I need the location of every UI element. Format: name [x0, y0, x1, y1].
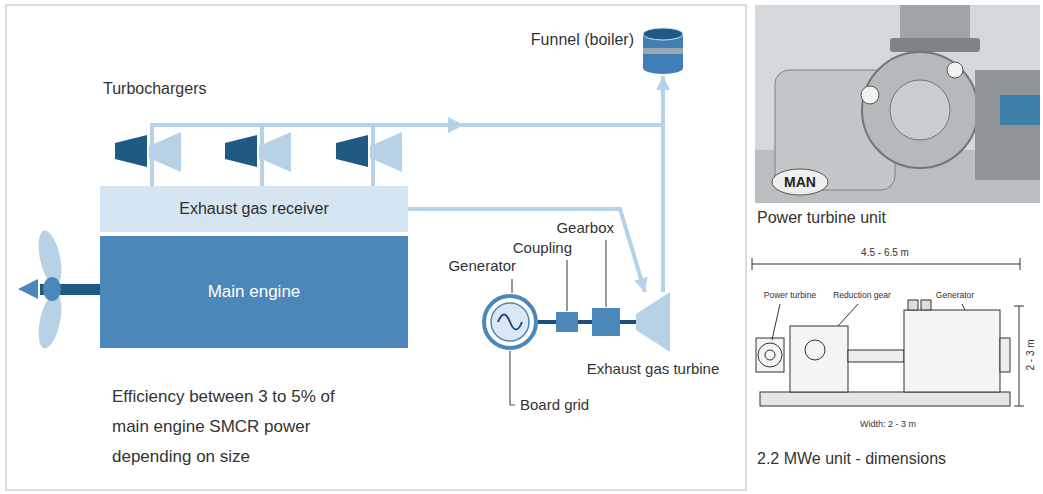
dimension-drawing	[908, 300, 918, 310]
funnel-node-outline	[643, 62, 683, 74]
turbocharger-symbol	[225, 135, 257, 167]
funnel-node-outline	[643, 48, 683, 54]
photo-caption: Power turbine unit	[757, 209, 886, 227]
node-text: Generator	[448, 257, 516, 274]
propeller-symbol	[18, 279, 38, 299]
power-turbine-photo	[890, 38, 980, 52]
panel-frame	[6, 5, 746, 490]
dimension-text: 2 - 3 m	[1025, 339, 1037, 370]
flow-arrowhead	[448, 117, 464, 133]
node-text: Funnel (boiler)	[531, 31, 634, 49]
node-text: Coupling	[513, 239, 572, 256]
funnel-node-outline	[642, 26, 684, 76]
dimension-drawing	[838, 304, 858, 326]
dimension-drawing	[752, 258, 1024, 406]
dimension-drawing	[1020, 258, 1021, 270]
dimension-drawing	[848, 350, 904, 362]
node-text: Gearbox	[556, 219, 614, 236]
coupling-box: Coupling	[556, 312, 578, 332]
connector	[408, 209, 645, 292]
dimension-drawing	[904, 310, 1000, 392]
generator-circle-outline	[482, 294, 538, 350]
dimension-drawing	[1000, 338, 1010, 372]
node-text: Exhaust gas turbine	[587, 360, 720, 377]
turbocharger-symbol	[115, 135, 147, 167]
generator-circle-outline	[484, 296, 536, 348]
connector	[578, 320, 592, 324]
dimension-drawing	[772, 304, 780, 340]
callout-label: Board grid	[520, 396, 589, 413]
power-turbine-photo	[861, 86, 879, 104]
power-turbine-photo	[755, 5, 1040, 203]
funnel-node: Funnel (boiler)	[642, 26, 684, 76]
dimension-drawing	[962, 304, 965, 310]
part-name: Power turbine	[764, 291, 816, 301]
power-turbine-photo	[772, 169, 828, 195]
turbocharger-symbol	[259, 132, 291, 172]
receiver-box: Exhaust gas receiver	[100, 186, 408, 232]
flow-arrowhead	[448, 117, 464, 133]
dimension-drawing	[1019, 306, 1020, 406]
engine-box: Main engine	[100, 236, 408, 348]
funnel-node-outline	[643, 28, 683, 40]
power-turbine-photo	[890, 80, 950, 140]
power-turbine-photo	[947, 62, 963, 78]
power-turbine-photo	[862, 52, 978, 168]
dimension-drawing	[760, 392, 1010, 406]
turbocharger-symbol	[149, 132, 181, 172]
dimension-drawing	[1014, 306, 1024, 307]
part-name: Reduction gear	[833, 291, 891, 301]
propeller-symbol	[43, 277, 61, 301]
brand-logo: MAN	[784, 174, 816, 190]
connector	[538, 320, 556, 324]
leader-line	[566, 260, 567, 311]
turbine-symbol: Exhaust gas turbine	[636, 292, 670, 352]
panel-frame	[6, 5, 746, 490]
node-text: Exhaust gas receiver	[179, 200, 328, 218]
turbocharger-symbol	[336, 135, 368, 167]
turbocharger-exhaust-line	[150, 123, 665, 127]
generator-circle-outline	[498, 315, 522, 330]
turbocharger-symbol	[370, 132, 402, 172]
power-turbine-photo	[755, 5, 1040, 203]
drawing-caption: 2.2 MWe unit - dimensions	[757, 450, 946, 468]
leader-line	[510, 351, 515, 405]
dimension-drawing	[1014, 406, 1024, 407]
power-turbine-photo	[975, 70, 1040, 180]
turbocharger-exhaust-line	[150, 125, 665, 186]
leader-line	[605, 240, 606, 307]
dimension-drawing	[921, 300, 931, 310]
connector	[620, 320, 636, 324]
power-turbine-photo	[1000, 95, 1040, 125]
propeller-symbol	[18, 229, 100, 351]
gearbox-box: Gearbox	[592, 308, 620, 336]
dimension-drawing	[756, 338, 784, 372]
turbocharger-symbol	[115, 132, 402, 172]
dimension-text: Width: 2 - 3 m	[860, 419, 916, 429]
turbine-symbol-outline	[636, 292, 670, 352]
dimension-drawing	[765, 350, 775, 360]
dimension-drawing	[752, 264, 1020, 265]
group-label: Turbochargers	[103, 80, 206, 98]
generator-circle: Generator	[482, 294, 538, 350]
dimension-drawing	[752, 258, 753, 270]
dimension-drawing	[790, 326, 848, 392]
dimension-drawing	[758, 343, 782, 367]
note-text: Efficiency between 3 to 5% of main engin…	[112, 382, 367, 472]
turbine-symbol-outline	[636, 292, 670, 352]
connector	[661, 76, 665, 292]
leader-line	[511, 279, 512, 293]
dimension-drawing	[805, 340, 825, 360]
node-text: Main engine	[208, 282, 301, 302]
dimension-text: 4.5 - 6.5 m	[861, 247, 909, 259]
generator-circle-outline	[491, 303, 529, 341]
part-name: Generator	[936, 291, 974, 301]
